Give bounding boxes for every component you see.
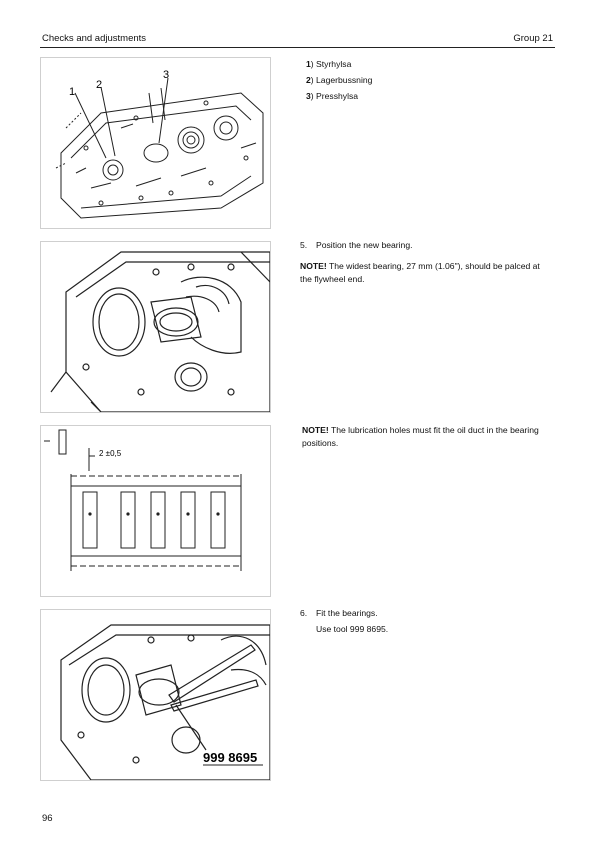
callout-3: 3: [163, 69, 169, 81]
header-rule: [40, 47, 555, 48]
step-6: 6. Fit the bearings. Use tool 999 8695.: [300, 607, 550, 636]
dimension-label: 2 ±0,5: [99, 449, 122, 458]
figure-fit-bearings-tool: 999 8695: [40, 609, 271, 781]
step-5: 5. Position the new bearing. NOTE! The w…: [300, 239, 550, 286]
oil-holes: [88, 512, 220, 516]
legend-item-3: 3) Presshylsa: [306, 91, 359, 101]
position-bearing-drawing: [50, 251, 270, 412]
legend-item-2: 2) Lagerbussning: [306, 75, 373, 85]
bearing-positions-drawing: 2 ±0,5: [44, 429, 242, 571]
figure-bearing-positions: 2 ±0,5: [40, 425, 271, 597]
step-6-instruction: 6. Fit the bearings.: [300, 608, 378, 618]
engine-block-drawing: 1 2 3: [55, 69, 264, 219]
step-5-instruction: 5. Position the new bearing.: [300, 240, 413, 250]
header-section-title: Checks and adjustments: [42, 33, 147, 44]
callout-2: 2: [96, 79, 102, 91]
bearing-shells: [82, 491, 226, 549]
header-group: Group 21: [513, 33, 553, 44]
step-5-note: NOTE! The widest bearing, 27 mm (1.06"),…: [300, 261, 540, 284]
lubrication-note: NOTE! The lubrication holes must fit the…: [302, 425, 539, 448]
callout-1: 1: [69, 86, 75, 98]
page-number: 96: [42, 813, 53, 824]
fit-bearings-drawing: 999 8695: [60, 624, 270, 780]
step-6-tool: Use tool 999 8695.: [316, 624, 389, 634]
tool-number-label: 999 8695: [203, 750, 257, 765]
figure-engine-block-callouts: 1 2 3: [40, 57, 271, 229]
figure-position-bearing: [40, 241, 271, 413]
figure-legend: 1) Styrhylsa 2) Lagerbussning 3) Presshy…: [306, 56, 556, 104]
legend-item-1: 1) Styrhylsa: [306, 59, 352, 69]
